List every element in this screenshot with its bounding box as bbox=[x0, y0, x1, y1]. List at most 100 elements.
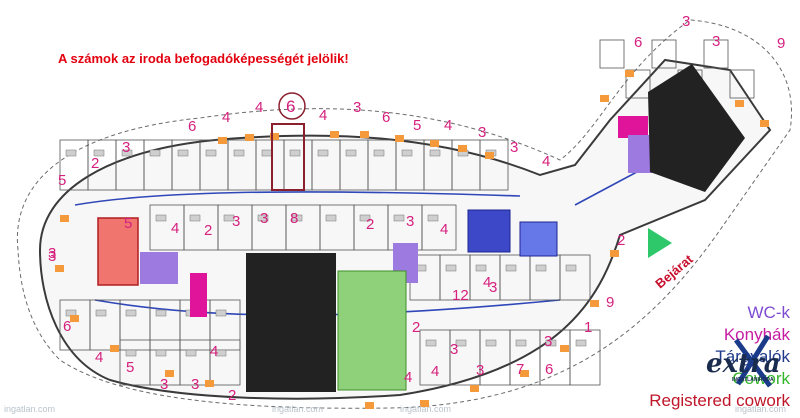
desk bbox=[445, 264, 457, 272]
watermark: ingatlan.com bbox=[272, 404, 323, 414]
desk bbox=[317, 149, 329, 157]
highlight-circle bbox=[278, 92, 306, 120]
window-marker bbox=[520, 370, 529, 377]
capacity-label: 5 bbox=[58, 172, 66, 189]
window-marker bbox=[760, 120, 769, 127]
wc-room-1 bbox=[140, 252, 178, 284]
desk bbox=[373, 149, 385, 157]
watermark: ingatlan.com bbox=[735, 404, 786, 414]
capacity-label: 4 bbox=[431, 363, 439, 380]
desk bbox=[393, 214, 405, 222]
window-marker bbox=[470, 385, 479, 392]
desk bbox=[149, 149, 161, 157]
desk bbox=[215, 349, 227, 357]
office-room bbox=[625, 69, 651, 99]
capacity-label: 8 bbox=[290, 210, 298, 227]
desk bbox=[93, 149, 105, 157]
desk bbox=[155, 349, 167, 357]
capacity-label: 4 bbox=[444, 117, 452, 134]
window-marker bbox=[360, 131, 369, 138]
window-marker bbox=[610, 250, 619, 257]
desk bbox=[359, 214, 371, 222]
window-marker bbox=[60, 215, 69, 222]
office-room bbox=[421, 204, 457, 251]
window-marker bbox=[270, 133, 279, 140]
desk bbox=[125, 349, 137, 357]
capacity-label: 4 bbox=[210, 343, 218, 360]
capacity-label: 3 bbox=[712, 33, 720, 50]
capacity-label: 4 bbox=[95, 349, 103, 366]
desk bbox=[155, 214, 167, 222]
office-room bbox=[599, 39, 625, 69]
desk bbox=[545, 339, 557, 347]
office-room bbox=[703, 39, 729, 69]
desk bbox=[565, 264, 577, 272]
window-marker bbox=[245, 134, 254, 141]
window-marker bbox=[165, 370, 174, 377]
desk bbox=[223, 214, 235, 222]
capacity-label: 3 bbox=[544, 333, 552, 350]
capacity-label: 3 bbox=[510, 139, 518, 156]
desk bbox=[185, 349, 197, 357]
capacity-label: 3 bbox=[122, 139, 130, 156]
office-room bbox=[479, 139, 509, 191]
capacity-label: 6 bbox=[63, 318, 71, 335]
desk bbox=[455, 339, 467, 347]
capacity-label: 9 bbox=[606, 294, 614, 311]
logo-x-mark bbox=[733, 334, 773, 388]
highlight-capacity: 6 bbox=[286, 97, 295, 116]
desk bbox=[515, 339, 527, 347]
kitchen-wing bbox=[618, 116, 648, 138]
capacity-label: 3 bbox=[232, 213, 240, 230]
window-marker bbox=[590, 300, 599, 307]
window-markers bbox=[55, 70, 769, 409]
capacity-label: 2 bbox=[91, 155, 99, 172]
capacity-label: 5 bbox=[124, 215, 132, 232]
window-marker bbox=[735, 100, 744, 107]
desk bbox=[429, 149, 441, 157]
desk bbox=[291, 214, 303, 222]
capacity-label: 3 bbox=[478, 124, 486, 141]
watermark: ingatlan.com bbox=[400, 404, 451, 414]
capacity-label: 5 bbox=[413, 117, 421, 134]
capacity-label: 3 bbox=[353, 99, 361, 116]
desk bbox=[121, 149, 133, 157]
brand-logo: extra INGATLANIRODA bbox=[706, 334, 781, 388]
window-marker bbox=[70, 315, 79, 322]
desk bbox=[505, 264, 517, 272]
desk bbox=[475, 264, 487, 272]
kitchen-left bbox=[190, 273, 207, 317]
capacity-label: 6 bbox=[188, 118, 196, 135]
desk bbox=[65, 149, 77, 157]
capacity-label: 3 bbox=[160, 376, 168, 393]
desk bbox=[485, 339, 497, 347]
office-room bbox=[651, 39, 677, 69]
capacity-label: 9 bbox=[777, 35, 785, 52]
entrance-arrow-icon bbox=[648, 228, 672, 258]
legend-item: WC-k bbox=[748, 303, 791, 322]
entrance-label: Bejárat bbox=[652, 251, 696, 291]
capacity-label: 12 bbox=[452, 287, 469, 304]
capacity-label: 3 bbox=[450, 341, 458, 358]
capacity-label: 2 bbox=[228, 387, 236, 404]
desk bbox=[425, 339, 437, 347]
capacity-note: A számok az iroda befogadóképességét jel… bbox=[58, 51, 349, 66]
desk bbox=[177, 149, 189, 157]
highlighted-office bbox=[271, 123, 305, 191]
desk bbox=[401, 149, 413, 157]
capacity-label: 3 bbox=[476, 362, 484, 379]
cowork-area bbox=[337, 270, 407, 391]
window-marker bbox=[110, 345, 119, 352]
desk bbox=[535, 264, 547, 272]
legend-item: Konyhák bbox=[724, 325, 791, 344]
desk bbox=[215, 309, 227, 317]
window-marker bbox=[600, 95, 609, 102]
desk bbox=[205, 149, 217, 157]
capacity-label: 3 bbox=[260, 210, 268, 227]
capacity-label: 4 bbox=[171, 220, 179, 237]
desk bbox=[233, 149, 245, 157]
office-room bbox=[209, 339, 241, 386]
building-outline bbox=[16, 19, 792, 409]
window-marker bbox=[560, 345, 569, 352]
